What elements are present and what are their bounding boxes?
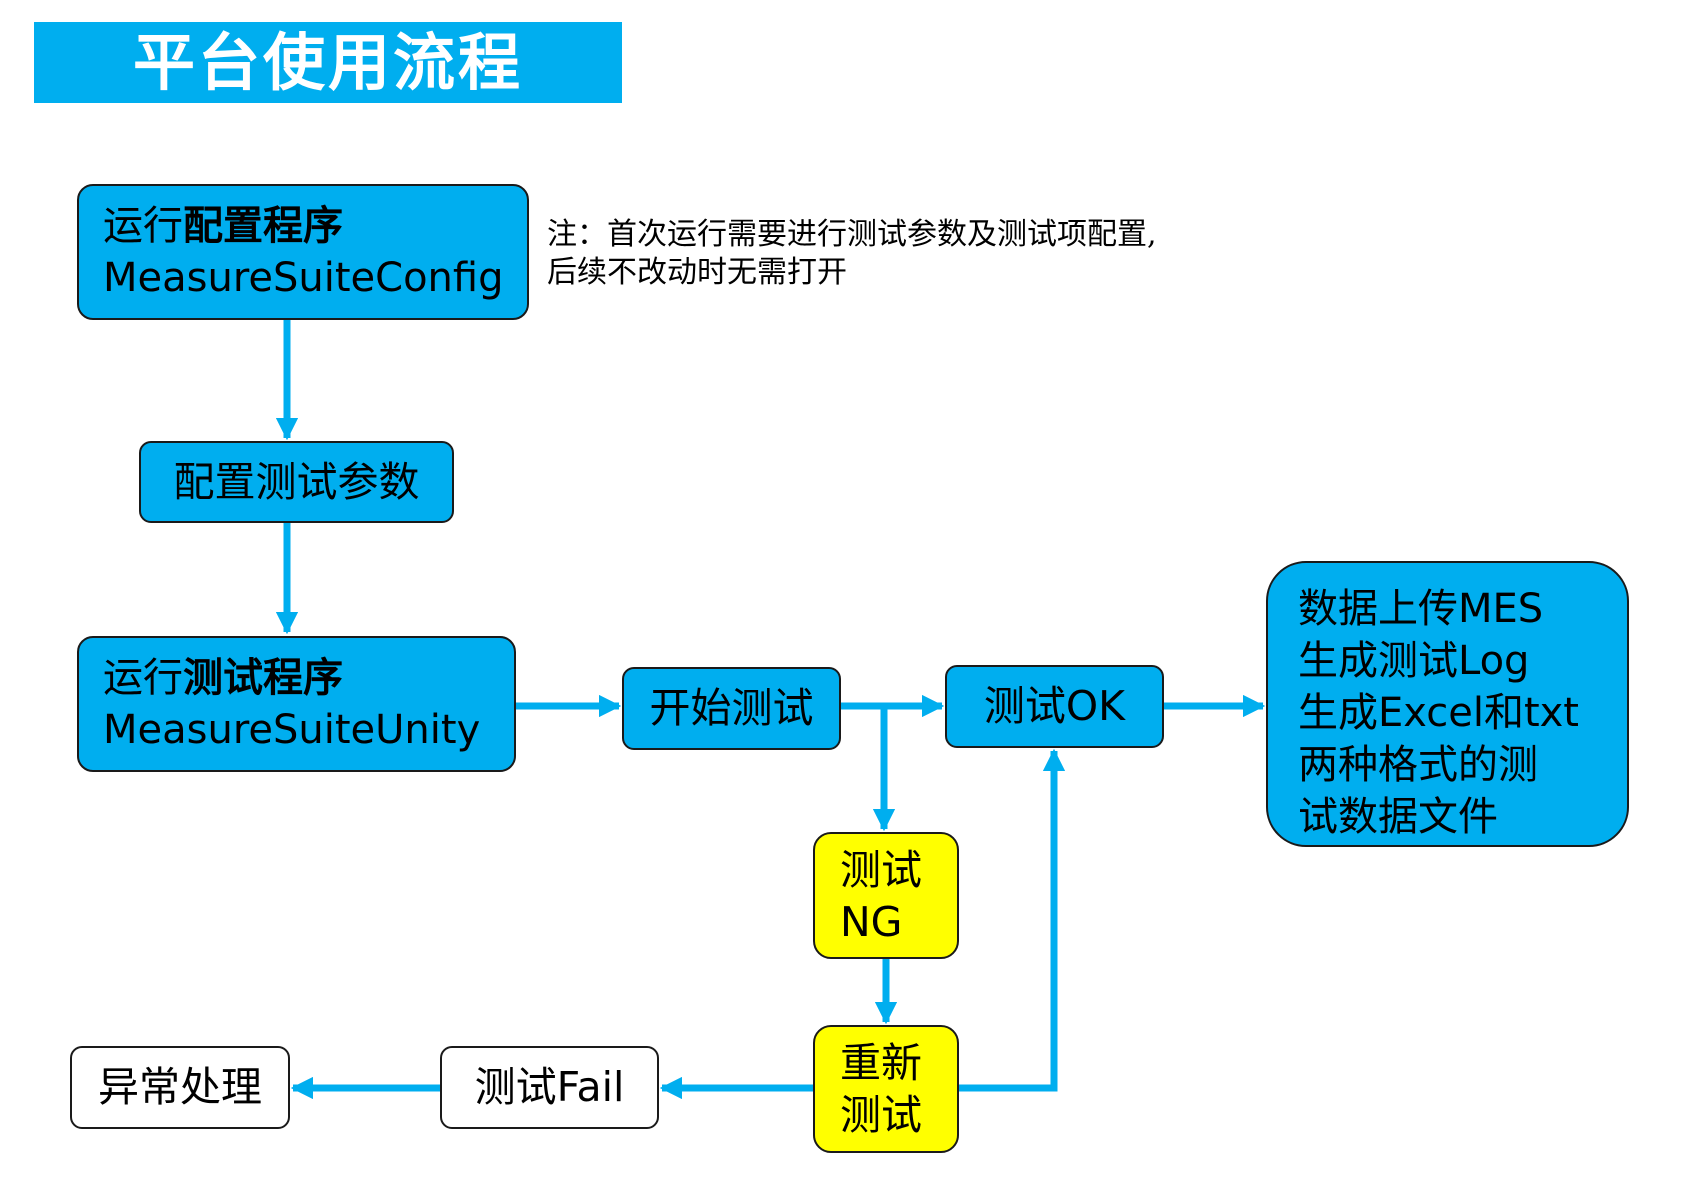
node-config-bold: 配置程序	[183, 203, 343, 249]
node-config-prefix: 运行	[103, 203, 183, 249]
node-configure-test-params: 配置测试参数	[139, 441, 454, 523]
node-unity-program-name: MeasureSuiteUnity	[103, 707, 481, 753]
node-data-upload-result: 数据上传MES 生成测试Log 生成Excel和txt 两种格式的测 试数据文件	[1266, 561, 1629, 847]
result-line-5: 试数据文件	[1298, 794, 1498, 840]
node-run-test-program: 运行测试程序 MeasureSuiteUnity	[77, 636, 516, 772]
retest-line-2: 测试	[840, 1091, 922, 1139]
page-title: 平台使用流程	[34, 22, 622, 103]
retest-line-1: 重新	[840, 1039, 922, 1087]
node-test-fail: 测试Fail	[440, 1046, 659, 1129]
node-config-program-name: MeasureSuiteConfig	[103, 255, 504, 301]
arrow-retest-to-ok	[959, 748, 1066, 1092]
result-line-1: 数据上传MES	[1298, 586, 1544, 632]
node-unity-prefix: 运行	[103, 655, 183, 701]
config-note: 注：首次运行需要进行测试参数及测试项配置, 后续不改动时无需打开	[547, 216, 1157, 292]
result-line-2: 生成测试Log	[1298, 638, 1530, 684]
result-line-3: 生成Excel和txt	[1298, 690, 1579, 736]
node-test-ng: 测试 NG	[813, 832, 959, 959]
config-note-line-2: 后续不改动时无需打开	[547, 255, 847, 290]
config-note-line-1: 注：首次运行需要进行测试参数及测试项配置,	[547, 217, 1157, 252]
node-exception-handling: 异常处理	[70, 1046, 290, 1129]
node-unity-bold: 测试程序	[183, 655, 343, 701]
node-start-test: 开始测试	[622, 667, 841, 750]
node-run-config-program: 运行配置程序 MeasureSuiteConfig	[77, 184, 529, 320]
ng-line-1: 测试	[840, 846, 922, 894]
ng-line-2: NG	[840, 898, 903, 946]
node-retest: 重新 测试	[813, 1025, 959, 1153]
node-test-ok: 测试OK	[945, 665, 1164, 748]
result-line-4: 两种格式的测	[1298, 742, 1538, 788]
